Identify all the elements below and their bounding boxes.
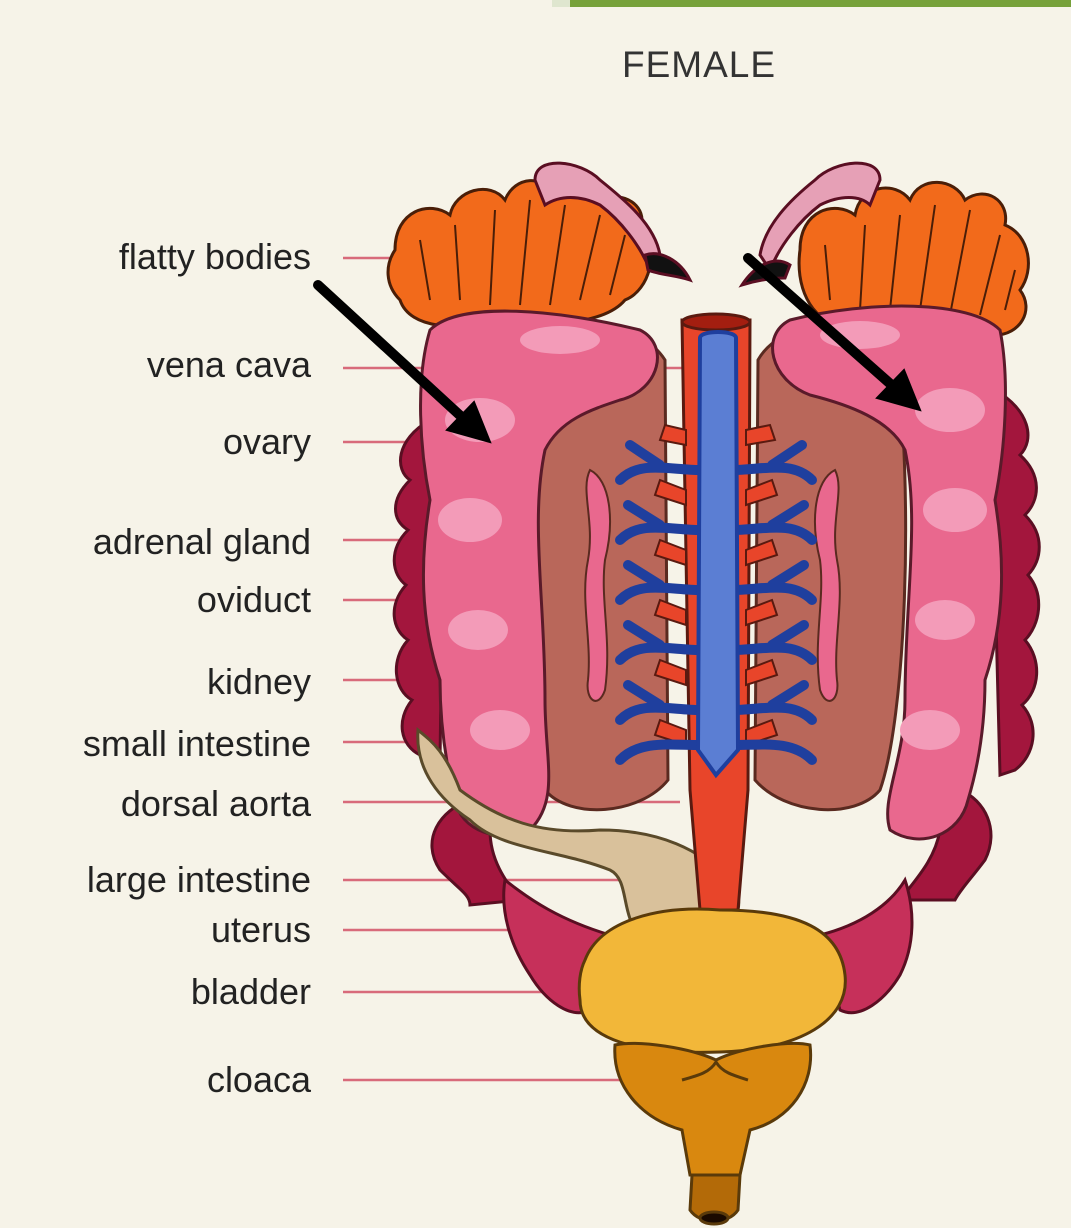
label-vena-cava: vena cava [147, 345, 311, 385]
bladder [579, 909, 845, 1052]
label-cloaca: cloaca [207, 1060, 311, 1100]
label-large-intestine: large intestine [87, 860, 311, 900]
label-adrenal-gland: adrenal gland [93, 522, 311, 562]
label-bladder: bladder [191, 972, 311, 1012]
label-ovary: ovary [223, 422, 311, 462]
bladder-group [579, 909, 845, 1224]
label-flatty-bodies: flatty bodies [119, 237, 311, 277]
cloaca [615, 1043, 811, 1175]
left-ostium [645, 254, 690, 280]
label-kidney: kidney [207, 662, 311, 702]
label-uterus: uterus [211, 910, 311, 950]
label-oviduct: oviduct [197, 580, 311, 620]
diagram-title: FEMALE [622, 44, 776, 86]
label-dorsal-aorta: dorsal aorta [121, 784, 311, 824]
label-small-intestine: small intestine [83, 724, 311, 764]
